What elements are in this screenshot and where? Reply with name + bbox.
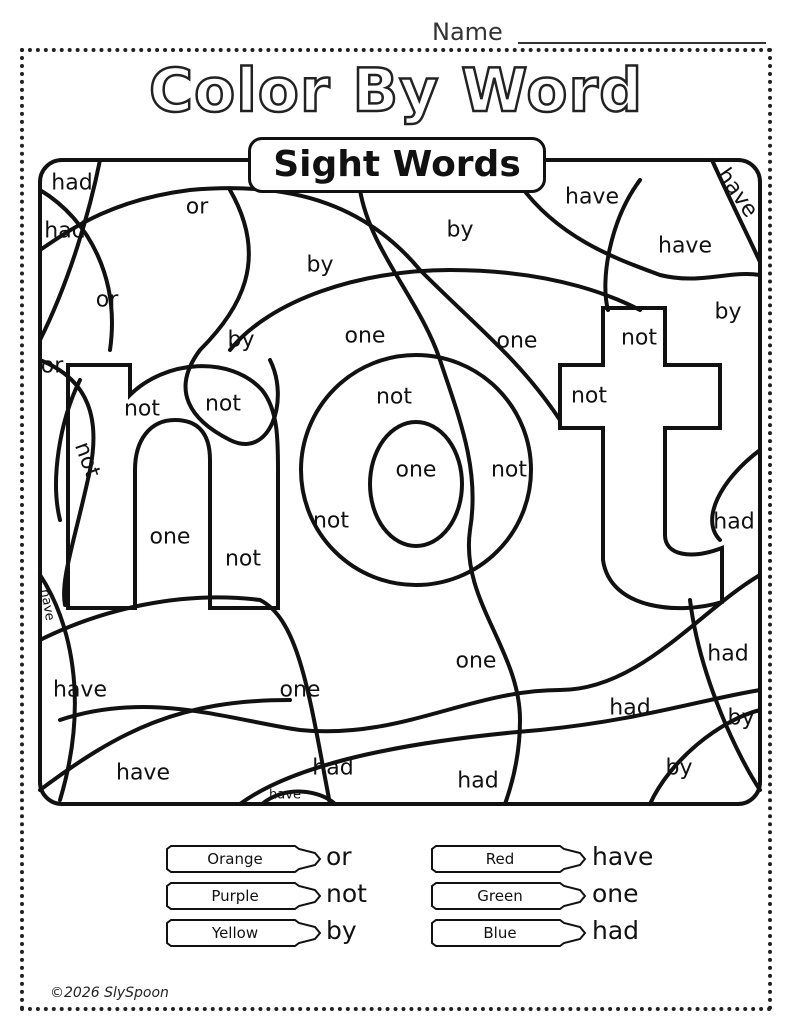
region-word: not xyxy=(204,391,242,417)
region-curve xyxy=(183,188,280,446)
crayon-icon xyxy=(166,919,322,947)
region-word: by xyxy=(665,755,693,781)
letter-t-outline xyxy=(558,306,724,611)
region-word: by xyxy=(306,252,334,278)
region-word: one xyxy=(344,323,386,349)
crayon-orange: Orange xyxy=(165,845,325,873)
crayon-icon xyxy=(431,919,587,947)
region-word: had xyxy=(51,170,93,196)
region-curve xyxy=(260,789,337,806)
name-label: Name xyxy=(432,18,503,46)
region-word: or xyxy=(185,194,209,220)
region-word: not xyxy=(224,546,262,572)
region-word: one xyxy=(395,457,437,483)
region-curve xyxy=(518,183,762,281)
crayon-purple: Purple xyxy=(165,882,325,910)
key-word: have xyxy=(592,842,654,871)
region-word: not xyxy=(123,396,161,422)
region-curve xyxy=(38,158,102,342)
region-word: by xyxy=(446,217,474,243)
page-title: Color By Word xyxy=(148,55,644,128)
region-word: or xyxy=(40,353,64,379)
region-word: not xyxy=(375,384,413,410)
dotted-page-border xyxy=(20,48,772,1011)
crayon-color-label: Blue xyxy=(483,924,517,942)
region-curve xyxy=(54,378,82,522)
region-word: have xyxy=(53,677,107,703)
region-word: had xyxy=(713,509,755,535)
region-word: had xyxy=(457,768,499,794)
key-word: one xyxy=(592,879,639,908)
region-curve xyxy=(228,267,642,352)
region-curve xyxy=(38,573,77,802)
region-curve xyxy=(38,188,114,352)
subtitle-badge: Sight Words xyxy=(248,137,546,193)
crayon-icon xyxy=(431,845,587,873)
region-curve xyxy=(710,448,762,542)
copyright-footer: ©2026 SlySpoon xyxy=(50,985,169,1001)
region-word: had xyxy=(44,218,86,244)
crayon-color-label: Orange xyxy=(207,850,263,868)
region-word: have xyxy=(565,184,619,210)
key-word: by xyxy=(326,916,357,945)
region-curve xyxy=(38,186,562,422)
region-curve xyxy=(58,573,762,734)
letter-o-outline xyxy=(299,353,533,587)
region-curve xyxy=(38,698,292,792)
letter-o-inner xyxy=(368,420,464,548)
region-word: not xyxy=(570,383,608,409)
region-curve xyxy=(603,178,642,312)
region-word: not xyxy=(620,325,658,351)
crayon-icon xyxy=(166,882,322,910)
crayon-color-label: Green xyxy=(477,887,523,905)
region-word: one xyxy=(496,328,538,354)
region-curve xyxy=(238,688,762,806)
region-curve xyxy=(38,595,332,806)
letter-n-outline xyxy=(66,363,280,610)
crayon-color-label: Yellow xyxy=(211,924,259,942)
region-curve xyxy=(710,158,762,264)
region-curve xyxy=(38,358,96,607)
region-word: one xyxy=(149,524,191,550)
region-word: had xyxy=(707,641,749,667)
region-curve xyxy=(688,598,762,792)
region-word: had xyxy=(609,695,651,721)
region-word: one xyxy=(279,677,321,703)
region-word: by xyxy=(227,327,255,353)
crayon-blue: Blue xyxy=(430,919,590,947)
crayon-red: Red xyxy=(430,845,590,873)
region-curve xyxy=(648,708,762,806)
region-curve xyxy=(358,188,523,806)
key-word: or xyxy=(326,842,352,871)
key-word: had xyxy=(592,916,640,945)
crayon-green: Green xyxy=(430,882,590,910)
key-word: not xyxy=(326,879,367,908)
crayon-yellow: Yellow xyxy=(165,919,325,947)
region-word: not xyxy=(312,508,350,534)
region-word: by xyxy=(727,705,755,731)
region-word: have xyxy=(658,233,712,259)
region-word: or xyxy=(95,287,119,313)
crayon-icon xyxy=(166,845,322,873)
region-word: one xyxy=(455,648,497,674)
crayon-color-label: Red xyxy=(485,850,515,868)
name-field[interactable] xyxy=(518,42,766,44)
crayon-icon xyxy=(431,882,587,910)
crayon-color-label: Purple xyxy=(211,887,259,905)
region-word: have xyxy=(116,760,170,786)
region-word: not xyxy=(490,457,528,483)
region-word: have xyxy=(269,787,301,803)
region-word: had xyxy=(312,755,354,781)
region-word: by xyxy=(714,299,742,325)
